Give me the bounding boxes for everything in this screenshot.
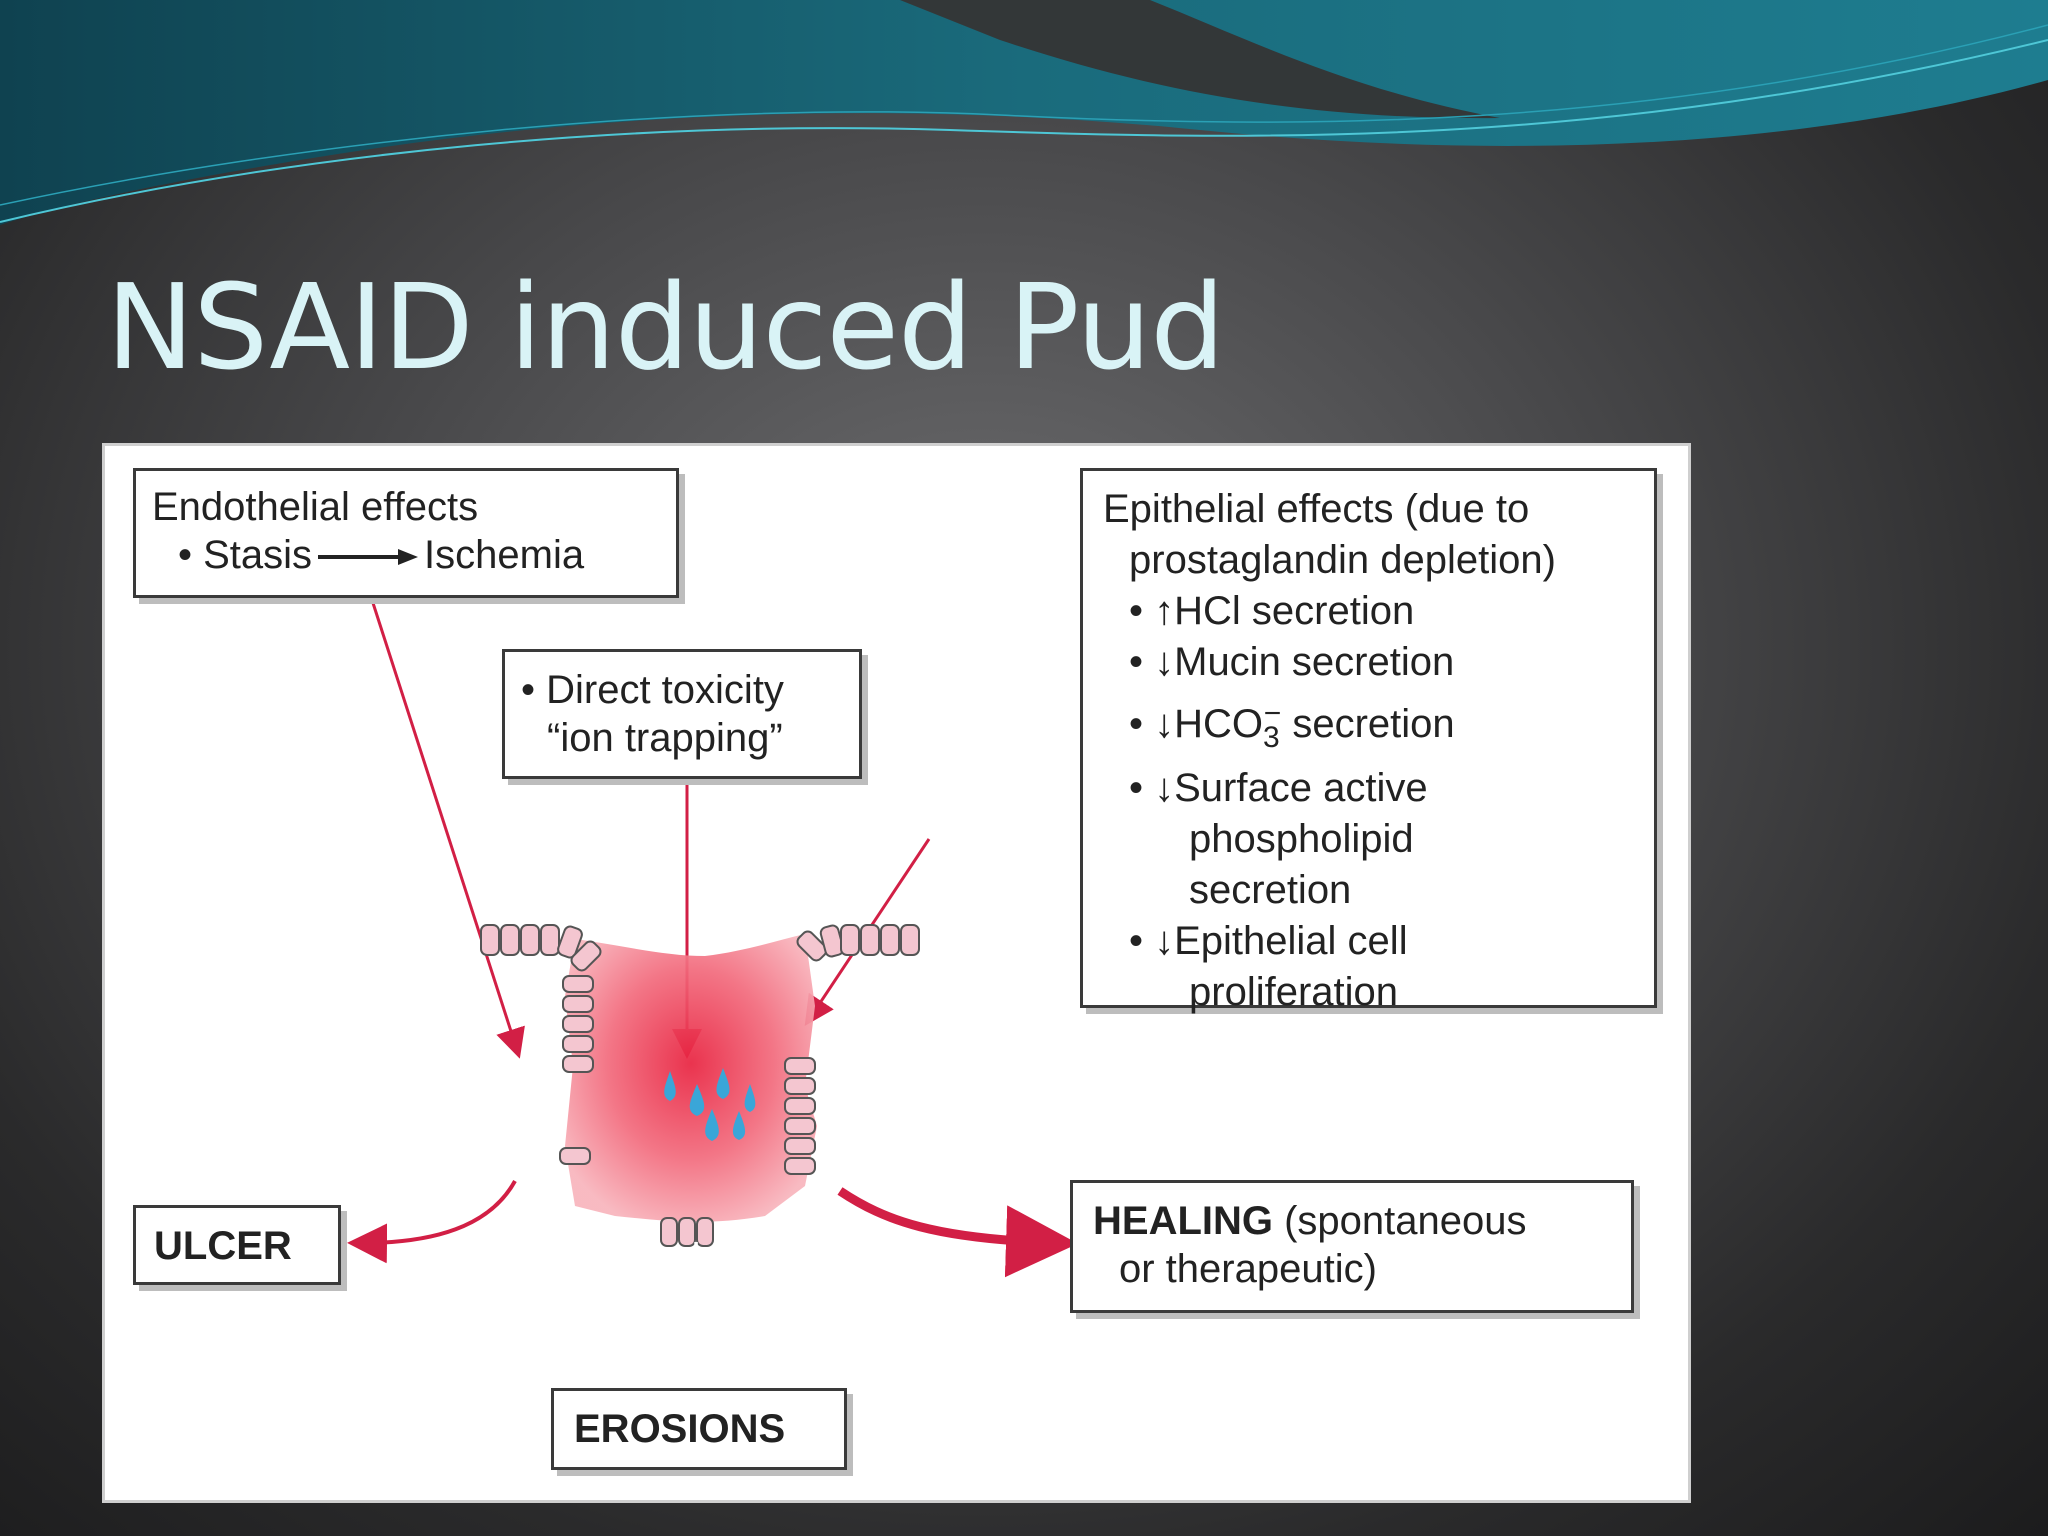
epithelial-effects-box: Epithelial effects (due to prostaglandin… <box>1080 468 1657 1014</box>
healing-label: HEALING <box>1093 1199 1273 1243</box>
epithelial-heading2: prostaglandin depletion) <box>1129 538 1556 582</box>
healing-qualifier: (spontaneous <box>1273 1199 1527 1243</box>
epithelial-item-hcl: • ↑HCl secretion <box>1129 589 1415 633</box>
slide-title: NSAID induced Pud <box>106 258 1225 396</box>
acid-label: Acid <box>645 1236 723 1280</box>
banner-highlight-line <box>0 39 2048 223</box>
epithelial-item-phospholipid: phospholipid <box>1189 817 1414 861</box>
ischemia-label: Ischemia <box>424 533 585 577</box>
hco3-lead: • ↓HCO <box>1129 702 1264 746</box>
epithelial-item-secretion: secretion <box>1189 868 1352 912</box>
stasis-to-ischemia-arrow <box>318 549 419 566</box>
epithelial-cells-base <box>660 1217 714 1247</box>
ulcer-box: ULCER <box>133 1205 341 1285</box>
healing-line2: or therapeutic) <box>1119 1247 1377 1291</box>
lesion-acid-region <box>565 934 817 1222</box>
hco3-end: secretion <box>1281 702 1455 746</box>
banner-highlight-line-2 <box>0 24 2048 206</box>
ulcer-label: ULCER <box>154 1224 292 1268</box>
diagram-graphics <box>347 602 1078 1278</box>
epithelial-item-hco3: • ↓HCO3− secretion <box>1103 688 1654 763</box>
epithelial-cells-right <box>784 924 920 1175</box>
arrow-to-ulcer <box>347 1180 517 1264</box>
healing-box: HEALING (spontaneous or therapeutic) <box>1070 1180 1634 1313</box>
epithelial-cells-left <box>480 924 602 1165</box>
erosions-box: EROSIONS <box>551 1388 847 1470</box>
hco3-subscript: 3 <box>1263 721 1280 754</box>
arrow-to-healing <box>837 1187 1078 1278</box>
direct-toxicity-box: • Direct toxicity “ion trapping” <box>502 649 862 779</box>
endothelial-bullet: • Stasis Ischemia <box>152 531 676 579</box>
banner-dark-swoosh <box>900 0 1500 119</box>
direct-toxicity-line2: “ion trapping” <box>547 716 783 760</box>
erosions-label: EROSIONS <box>574 1407 786 1451</box>
healing-line1: HEALING (spontaneous <box>1093 1197 1631 1245</box>
endothelial-heading: Endothelial effects <box>152 485 479 529</box>
epithelial-item-proliferation-a: • ↓Epithelial cell <box>1129 919 1408 963</box>
epithelial-item-proliferation-b: proliferation <box>1189 970 1399 1014</box>
arrow-endothelial-to-lesion <box>371 602 525 1059</box>
stasis-label: • Stasis <box>178 533 313 577</box>
diagram-figure: Endothelial effects • Stasis Ischemia • D… <box>102 443 1691 1503</box>
acid-drops <box>664 1068 756 1141</box>
hco3-superscript: − <box>1263 697 1282 730</box>
direct-toxicity-line1: • Direct toxicity <box>521 668 784 712</box>
endothelial-effects-box: Endothelial effects • Stasis Ischemia <box>133 468 679 598</box>
epithelial-heading1: Epithelial effects (due to <box>1103 487 1530 531</box>
top-banner-wave <box>0 0 2048 225</box>
epithelial-item-mucin: • ↓Mucin secretion <box>1129 640 1455 684</box>
epithelial-item-surface: • ↓Surface active <box>1129 766 1428 810</box>
